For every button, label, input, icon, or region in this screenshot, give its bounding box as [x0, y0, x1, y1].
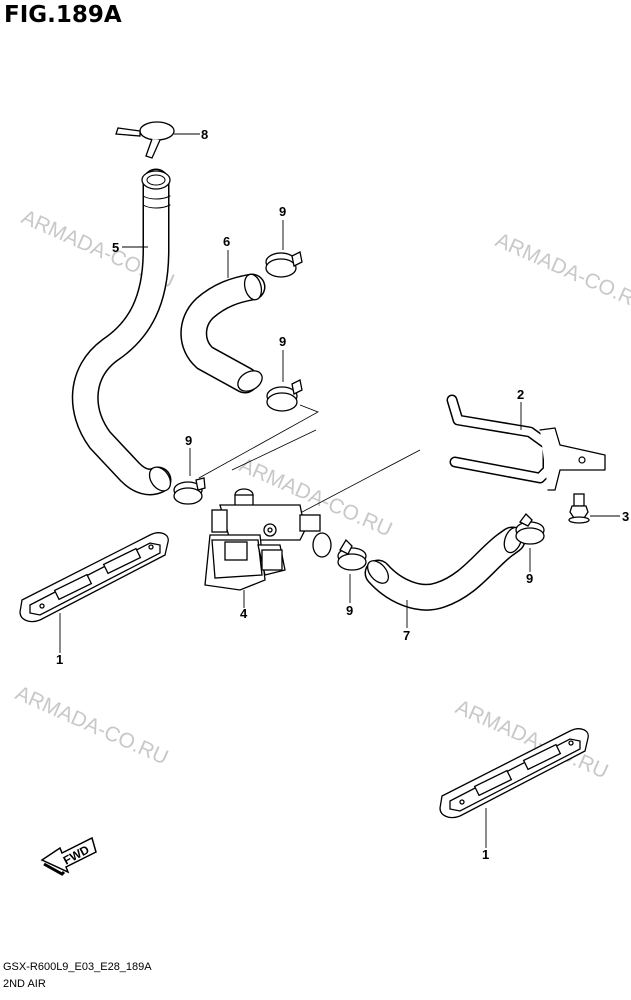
clamp-part-9: [173, 477, 206, 505]
callout-9: 9: [279, 204, 286, 219]
hose-part-5: [71, 168, 172, 496]
fwd-arrow-icon: FWD: [40, 836, 97, 876]
valve-part-4: [204, 488, 332, 591]
callout-4: 4: [240, 606, 248, 621]
clamp-part-9: [515, 513, 545, 545]
cover-part-1: [19, 532, 169, 623]
watermark: ARMADA-CO.RU: [12, 682, 172, 770]
callout-9: 9: [526, 571, 533, 586]
callout-8: 8: [201, 127, 208, 142]
cover-part-1: [439, 728, 589, 819]
callout-9: 9: [185, 433, 192, 448]
callout-1: 1: [56, 652, 63, 667]
watermark-layer: ARMADA-CO.RU ARMADA-CO.RU ARMADA-CO.RU A…: [12, 206, 631, 784]
callout-9: 9: [346, 603, 353, 618]
pipe-bracket-part-2: [446, 394, 606, 491]
guide-lines: [198, 404, 421, 522]
callout-7: 7: [403, 628, 410, 643]
hose-part-6: [180, 273, 266, 394]
callout-6: 6: [223, 234, 230, 249]
clamp-part-9: [337, 538, 367, 571]
callout-numbers: 8 5 9 6 9 9 2 3 9 9 4 7 1 1: [56, 127, 629, 862]
leader-lines: [59, 133, 620, 848]
watermark: ARMADA-CO.RU: [492, 229, 631, 317]
callout-2: 2: [517, 387, 524, 402]
figure-name: 2ND AIR: [3, 978, 46, 990]
callout-9: 9: [279, 334, 286, 349]
callout-1: 1: [482, 847, 489, 862]
clamp-part-9: [266, 379, 303, 412]
clamp-part-9: [265, 251, 303, 278]
callout-3: 3: [622, 509, 629, 524]
hose-part-7: [364, 526, 526, 611]
clamp-part-8: [115, 121, 175, 159]
figure-code: GSX-R600L9_E03_E28_189A: [3, 961, 152, 973]
bolt-part-3: [568, 493, 590, 524]
callout-5: 5: [112, 240, 119, 255]
figure-title: FIG.189A: [4, 2, 122, 28]
